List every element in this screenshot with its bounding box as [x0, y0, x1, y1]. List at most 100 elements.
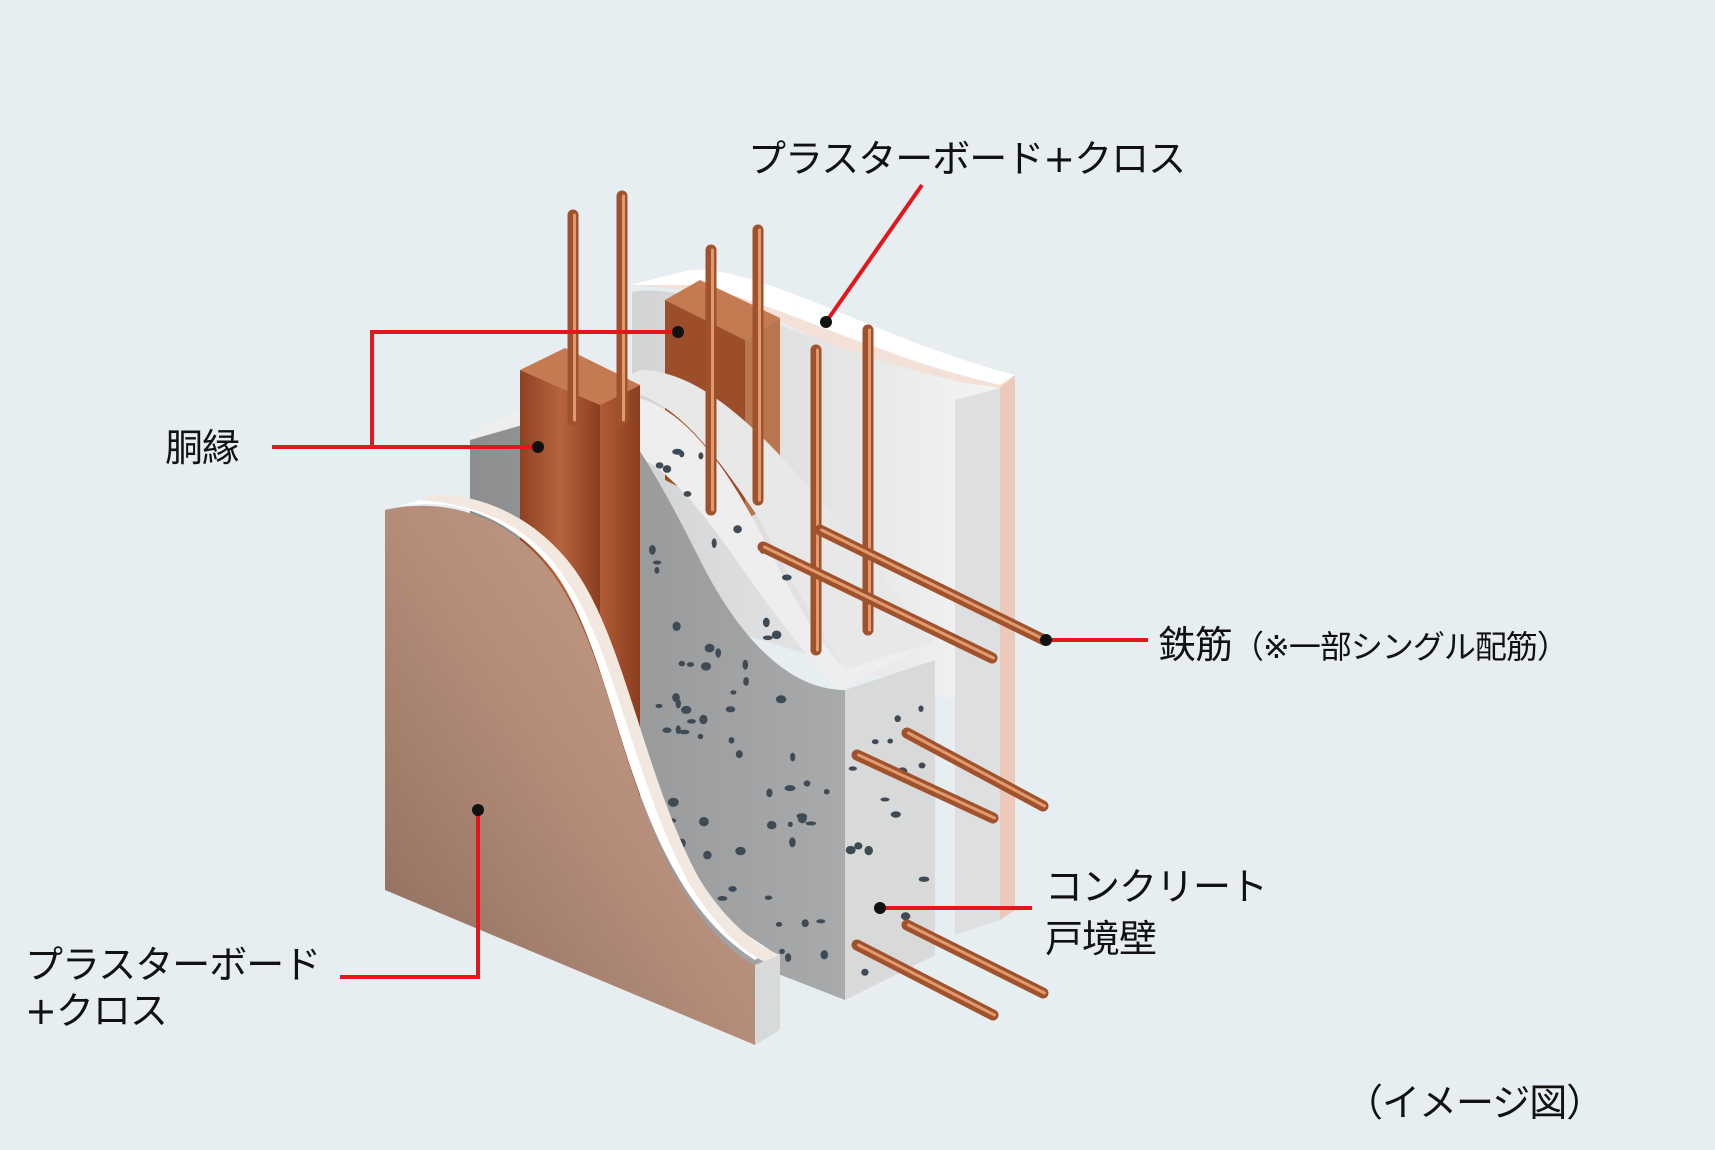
aggregate-speck [845, 845, 856, 855]
concrete-aggregate-speckles [649, 448, 930, 976]
label-back-plaster-board: プラスターボード+クロス [748, 137, 1186, 181]
aggregate-speck [775, 695, 787, 704]
horizontal-rebar-5-highlight [857, 943, 996, 1017]
dot-furring-back [672, 326, 684, 338]
aggregate-speck [861, 968, 869, 976]
aggregate-speck [823, 789, 830, 795]
aggregate-speck [820, 950, 829, 960]
dot-rebar [1040, 634, 1052, 646]
aggregate-speck [662, 465, 672, 473]
aggregate-speck [871, 739, 879, 745]
aggregate-speck [730, 690, 737, 695]
horizontal-rebar-2-highlight [820, 528, 1047, 642]
aggregate-speck [686, 662, 695, 667]
aggregate-speck [816, 919, 826, 924]
aggregate-speck [864, 845, 873, 856]
aggregate-speck [762, 617, 770, 628]
aggregate-speck [717, 896, 728, 901]
aggregate-speck [683, 491, 692, 497]
leader-furring [370, 330, 678, 449]
aggregate-speck [790, 752, 796, 762]
label-concrete-line1: コンクリート [1045, 865, 1268, 909]
aggregate-speck [743, 677, 749, 686]
aggregate-speck [697, 733, 704, 740]
aggregate-speck [679, 729, 690, 735]
aggregate-speck [784, 785, 796, 792]
aggregate-speck [711, 538, 717, 549]
label-furring: 胴縁 [165, 426, 240, 470]
aggregate-speck [672, 448, 683, 455]
aggregate-speck [801, 919, 809, 928]
aggregate-speck [805, 821, 817, 826]
aggregate-speck [698, 452, 704, 460]
aggregate-speck [781, 574, 792, 581]
aggregate-speck [771, 630, 782, 640]
aggregate-speck [652, 560, 662, 565]
aggregate-speck [785, 953, 792, 962]
horizontal-rebar-1-highlight [763, 545, 995, 660]
aggregate-speck [880, 797, 890, 802]
label-rebar-group: 鉄筋（※一部シングル配筋） [1158, 622, 1569, 668]
aggregate-speck [742, 659, 749, 670]
horizontal-rebars [757, 524, 1050, 1021]
dot-front-board [472, 804, 484, 816]
dot-back-board [820, 316, 832, 328]
leader-front-board [340, 810, 480, 979]
aggregate-speck [887, 738, 893, 744]
aggregate-speck [803, 780, 811, 787]
aggregate-speck [848, 766, 857, 771]
label-rebar-note: （※一部シングル配筋） [1232, 628, 1569, 666]
aggregate-speck [918, 762, 926, 769]
aggregate-speck [667, 797, 679, 807]
aggregate-speck [672, 693, 680, 702]
aggregate-speck [766, 821, 777, 830]
aggregate-speck [735, 846, 746, 856]
caption-image-note: （イメージ図） [1345, 1081, 1604, 1125]
label-concrete-line2: 戸境壁 [1045, 917, 1157, 961]
aggregate-speck [728, 886, 737, 892]
aggregate-speck [687, 719, 696, 724]
aggregate-speck [728, 737, 735, 744]
aggregate-speck [681, 705, 692, 714]
aggregate-speck [894, 715, 901, 723]
aggregate-speck [655, 703, 663, 709]
aggregate-speck [662, 727, 672, 733]
aggregate-speck [715, 648, 722, 658]
aggregate-speck [775, 922, 783, 927]
aggregate-speck [700, 662, 712, 671]
label-front-plaster-board-line2: +クロス [25, 989, 168, 1033]
aggregate-speck [764, 895, 773, 900]
aggregate-speck [735, 750, 743, 759]
horizontal-rebar-6-highlight [907, 923, 1046, 995]
aggregate-speck [703, 850, 712, 860]
dot-furring-front [532, 441, 544, 453]
vertical-rebars [567, 190, 874, 656]
label-rebar: 鉄筋 [1158, 623, 1233, 667]
label-front-plaster-board-line1: プラスターボード [25, 943, 321, 987]
aggregate-speck [900, 912, 911, 921]
aggregate-speck [890, 811, 901, 818]
aggregate-speck [796, 813, 808, 819]
aggregate-speck [672, 621, 681, 631]
aggregate-speck [787, 821, 793, 827]
aggregate-speck [733, 525, 742, 534]
aggregate-speck [854, 842, 863, 850]
horizontal-rebar-3-highlight [857, 753, 996, 820]
aggregate-speck [699, 714, 708, 725]
aggregate-speck [675, 725, 681, 735]
aggregate-speck [699, 817, 709, 827]
aggregate-speck [725, 706, 736, 713]
aggregate-speck [654, 566, 660, 574]
dot-concrete [874, 902, 886, 914]
leader-dots [472, 316, 1052, 914]
horizontal-rebar-4-highlight [907, 731, 1046, 808]
aggregate-speck [779, 948, 785, 955]
leader-back-board [824, 183, 924, 324]
aggregate-speck [762, 635, 773, 641]
aggregate-speck [678, 660, 686, 667]
aggregate-speck [704, 643, 715, 653]
leader-lines [272, 183, 1148, 979]
aggregate-speck [918, 876, 930, 882]
aggregate-speck [918, 705, 924, 712]
